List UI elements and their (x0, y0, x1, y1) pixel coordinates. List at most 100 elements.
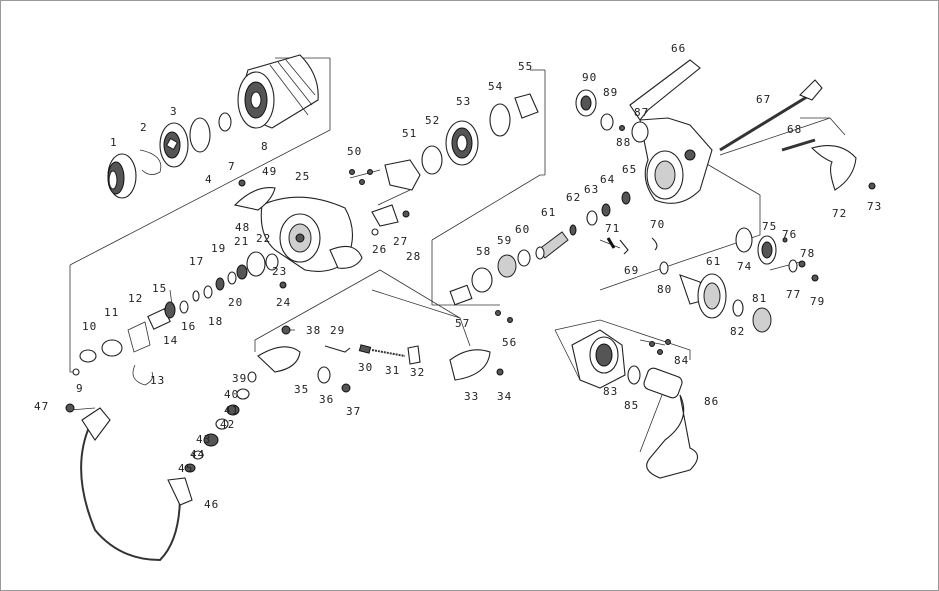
part-label-80: 80 (657, 283, 672, 296)
part-42 (215, 418, 229, 430)
part-label-27: 27 (393, 235, 408, 248)
part-label-45: 45 (178, 462, 193, 475)
part-57-collar (449, 284, 473, 306)
part-label-79: 79 (810, 295, 825, 308)
part-83c (665, 339, 671, 345)
part-label-49: 49 (262, 165, 277, 178)
part-label-84: 84 (674, 354, 689, 367)
part-label-8: 8 (261, 140, 269, 153)
part-11-ring (101, 339, 123, 357)
part-label-17: 17 (189, 255, 204, 268)
part-label-72: 72 (832, 207, 847, 220)
part-69 (651, 237, 658, 251)
part-label-15: 15 (152, 282, 167, 295)
part-label-3: 3 (170, 105, 178, 118)
part-90 (601, 203, 611, 217)
part-label-89: 89 (603, 86, 618, 99)
part-label-18: 18 (208, 315, 223, 328)
part-71 (810, 145, 857, 191)
part-label-44: 44 (190, 448, 205, 461)
part-2-clip (139, 149, 162, 175)
part-label-85: 85 (624, 399, 639, 412)
part-36 (317, 366, 331, 384)
part-label-52: 52 (425, 114, 440, 127)
part-label-35: 35 (294, 383, 309, 396)
part-label-9: 9 (76, 382, 84, 395)
part-54-washer (489, 103, 511, 137)
part-label-81: 81 (752, 292, 767, 305)
part-label-75: 75 (762, 220, 777, 233)
part-label-37: 37 (346, 405, 361, 418)
part-79 (659, 261, 669, 275)
part-89 (575, 89, 597, 117)
part-label-61: 61 (541, 206, 556, 219)
part-label-22: 22 (256, 232, 271, 245)
part-label-63: 63 (584, 183, 599, 196)
part-50b (359, 179, 365, 185)
part-3 (159, 122, 189, 168)
part-label-47: 47 (34, 400, 49, 413)
part-62 (569, 224, 577, 236)
part-label-64: 64 (600, 173, 615, 186)
part-label-24: 24 (276, 296, 291, 309)
part-43 (203, 433, 219, 447)
part-label-78: 78 (800, 247, 815, 260)
part-label-11: 11 (104, 306, 119, 319)
part-49-screw (238, 179, 246, 187)
part-81-washer (732, 299, 744, 317)
part-38-screw (281, 325, 291, 335)
part-63 (586, 210, 598, 226)
part-12-bracket (127, 321, 151, 353)
part-15-pin (169, 289, 173, 306)
part-66-shaft (719, 79, 823, 152)
part-40 (236, 388, 250, 400)
part-83b (657, 349, 663, 355)
part-label-87: 87 (634, 106, 649, 119)
part-label-76: 76 (782, 228, 797, 241)
part-72-screw (868, 182, 876, 190)
part-label-25: 25 (295, 170, 310, 183)
part-label-50: 50 (347, 145, 362, 158)
part-label-10: 10 (82, 320, 97, 333)
part-label-34: 34 (497, 390, 512, 403)
part-label-41: 41 (224, 404, 239, 417)
part-label-60: 60 (515, 223, 530, 236)
part-label-54: 54 (488, 80, 503, 93)
part-18 (203, 285, 213, 299)
part-4-washer (189, 117, 211, 153)
part-23 (265, 253, 279, 271)
part-label-61: 61 (706, 255, 721, 268)
part-33-arm (449, 349, 491, 381)
parts (65, 54, 876, 562)
part-label-86: 86 (704, 395, 719, 408)
part-52-ring (421, 145, 443, 175)
part-label-68: 68 (787, 123, 802, 136)
part-56a (495, 310, 501, 316)
part-73-washer (735, 227, 753, 253)
part-61-main-gear (679, 273, 727, 319)
part-label-65: 65 (622, 163, 637, 176)
part-67-pin (781, 138, 816, 152)
part-35-arm (257, 346, 301, 373)
part-label-53: 53 (456, 95, 471, 108)
part-label-51: 51 (402, 127, 417, 140)
part-32 (407, 345, 421, 365)
part-53 (445, 120, 479, 166)
part-label-30: 30 (358, 361, 373, 374)
part-64 (621, 191, 631, 205)
part-22 (246, 251, 266, 277)
part-31-spring (371, 349, 406, 357)
part-label-70: 70 (650, 218, 665, 231)
part-86 (631, 121, 649, 143)
part-58-ring (471, 267, 493, 293)
part-label-26: 26 (372, 243, 387, 256)
leader-lines (69, 57, 846, 411)
part-30 (358, 344, 372, 354)
part-label-31: 31 (385, 364, 400, 377)
part-label-40: 40 (224, 388, 239, 401)
part-65-body (629, 59, 713, 204)
part-55 (514, 93, 539, 119)
part-17 (192, 290, 200, 302)
part-label-59: 59 (497, 234, 512, 247)
